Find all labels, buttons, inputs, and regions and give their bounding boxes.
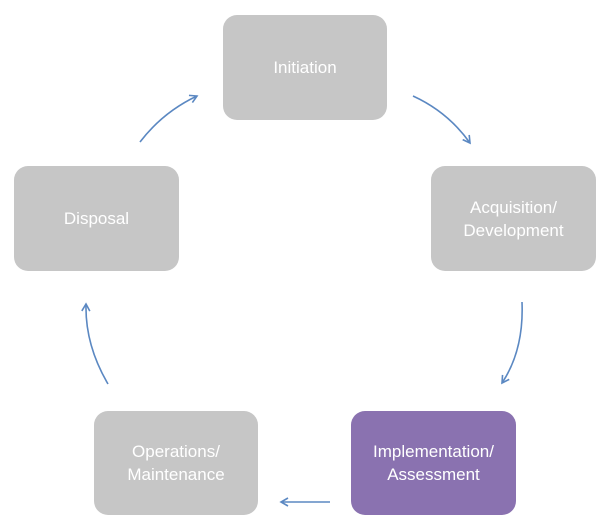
arrow-acquisition-to-implementation (501, 301, 523, 385)
phase-implementation-assessment: Implementation/ Assessment (351, 411, 516, 515)
arrow-operations-to-disposal (81, 302, 109, 385)
phase-operations-maintenance: Operations/ Maintenance (94, 411, 258, 515)
arrow-initiation-to-acquisition (412, 95, 471, 145)
phase-initiation: Initiation (223, 15, 387, 120)
phase-acquisition-development: Acquisition/ Development (431, 166, 596, 271)
arrow-disposal-to-initiation (139, 94, 199, 143)
phase-disposal: Disposal (14, 166, 179, 271)
